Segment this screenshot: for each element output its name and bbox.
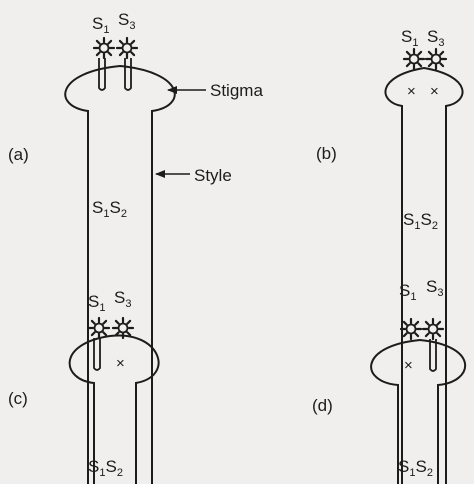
panel-a: S1 S3 S1S2 (a) Stigma Style <box>8 10 263 484</box>
panel-label-c: (c) <box>8 389 28 408</box>
block-mark-left-d: × <box>404 357 413 374</box>
pollen-spike <box>114 331 120 337</box>
style-genotype-a: S1S2 <box>92 198 127 220</box>
pollen-spike <box>417 62 423 68</box>
pollen-spike <box>439 50 445 56</box>
pollen-spike <box>405 62 411 68</box>
style-genotype-c: S1S2 <box>88 457 123 479</box>
pollen-spike <box>402 332 408 338</box>
pollen-spike <box>427 62 433 68</box>
pollen-spike <box>130 39 136 45</box>
pollen-core <box>427 323 439 335</box>
pollen-core <box>405 323 417 335</box>
pollen-core <box>93 322 105 334</box>
pollen-spike <box>118 39 124 45</box>
pollen-spike <box>402 320 408 326</box>
pollen-spike <box>126 331 132 337</box>
pollen-label-s1-c: S1 <box>88 292 105 314</box>
pollen-spike <box>107 39 113 45</box>
pollen-spike <box>114 319 120 325</box>
pistil-outline-b <box>384 66 464 484</box>
pistil-outline-c <box>68 334 160 484</box>
pollen-grain-s1-a <box>92 36 116 60</box>
pollen-spike <box>102 319 108 325</box>
pollen-spike <box>95 51 101 57</box>
pollen-tube-left-c <box>93 338 101 371</box>
style-genotype-b: S1S2 <box>403 210 438 232</box>
pollen-spike <box>130 51 136 57</box>
pollen-spike <box>436 320 442 326</box>
pollen-tube-left-a <box>98 58 106 91</box>
pollen-spike <box>424 332 430 338</box>
pollen-spike <box>427 50 433 56</box>
pollen-label-s1-d: S1 <box>399 281 416 303</box>
pollen-tube-right-a <box>124 58 132 91</box>
pollen-spike <box>95 39 101 45</box>
pollen-spike <box>405 50 411 56</box>
panel-c: × S1 S3 S1S2 (c) <box>8 288 160 484</box>
pollen-grain-s1-d <box>399 317 423 341</box>
block-mark-right-c: × <box>116 355 125 372</box>
pollen-grain-s3-d <box>421 317 445 341</box>
pollen-spike <box>436 332 442 338</box>
pollen-core <box>430 53 442 65</box>
pollen-label-s3-a: S3 <box>118 10 135 32</box>
pollen-grain-s3-c <box>111 316 135 340</box>
block-mark-left-b: × <box>407 83 416 100</box>
pollen-spike <box>107 51 113 57</box>
pollen-label-s3-c: S3 <box>114 288 131 310</box>
style-genotype-d: S1S2 <box>398 457 433 479</box>
pollen-core <box>98 42 110 54</box>
pistil-outline-d <box>370 338 466 484</box>
style-callout: Style <box>194 166 232 185</box>
pollen-spike <box>424 320 430 326</box>
pollen-label-s1-a: S1 <box>92 14 109 36</box>
block-mark-right-b: × <box>430 83 439 100</box>
pollen-label-s3-d: S3 <box>426 277 443 299</box>
pollen-grain-s1-c <box>87 316 111 340</box>
pollen-label-s3-b: S3 <box>427 27 444 49</box>
pollen-spike <box>90 331 96 337</box>
pollen-spike <box>102 331 108 337</box>
pollen-spike <box>90 319 96 325</box>
panel-label-b: (b) <box>316 144 337 163</box>
pollen-tube-right-d <box>429 339 437 372</box>
pollen-spike <box>414 320 420 326</box>
panel-label-d: (d) <box>312 396 333 415</box>
panel-b: × × S1 S3 S1S2 (b) <box>316 27 464 484</box>
pollen-label-s1-b: S1 <box>401 27 418 49</box>
pollen-grain-s1-b <box>402 47 426 71</box>
pollen-spike <box>439 62 445 68</box>
panel-d: × S1 S3 S1S2 (d) <box>312 277 466 484</box>
pollen-grain-s3-a <box>115 36 139 60</box>
pollen-spike <box>414 332 420 338</box>
panel-label-a: (a) <box>8 145 29 164</box>
pollen-spike <box>126 319 132 325</box>
pollen-core <box>117 322 129 334</box>
pollen-core <box>121 42 133 54</box>
pollen-spike <box>118 51 124 57</box>
pollen-spike <box>417 50 423 56</box>
pistil-outline-a <box>64 64 176 484</box>
pollen-grain-s3-b <box>424 47 448 71</box>
pollen-core <box>408 53 420 65</box>
stigma-callout: Stigma <box>210 81 263 100</box>
